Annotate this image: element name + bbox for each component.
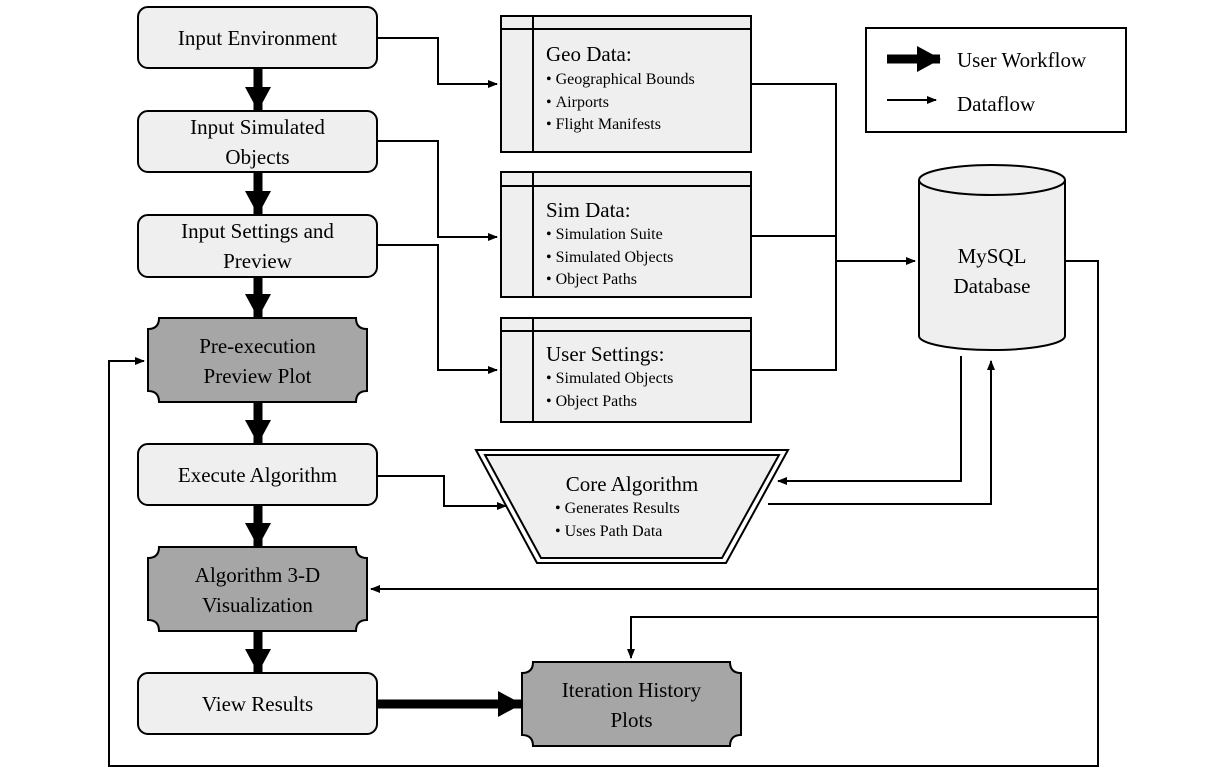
geo-data-item: Geographical Bounds: [546, 69, 695, 92]
user-settings-title: User Settings:: [546, 342, 665, 366]
iteration-history-box: [521, 661, 742, 747]
user-settings-items: Simulated Objects Object Paths: [546, 368, 674, 414]
workflow-step-box-4: [147, 317, 368, 403]
sim-data-item: Simulated Objects: [546, 247, 674, 270]
dataflow-to-iteration-plots: [627, 616, 1098, 659]
dataflow-objects-to-sim: [377, 140, 498, 241]
execute-algorithm-label: Execute Algorithm: [177, 463, 338, 487]
legend-dataflow-label: Dataflow: [957, 92, 1036, 116]
user-settings-item: Object Paths: [546, 391, 673, 414]
legend-box: [865, 27, 1127, 133]
dataflow-geo-bus: [751, 83, 837, 371]
dataflow-db-out: [108, 260, 1099, 767]
sim-data-title: Sim Data:: [546, 198, 631, 222]
iteration-history-label: Iteration History Plots: [561, 678, 702, 732]
dataflow-settings-to-user: [377, 244, 498, 374]
sim-data-item: Object Paths: [546, 269, 673, 292]
geo-data-item: Airports: [546, 92, 695, 115]
database-cylinder: [918, 164, 1066, 351]
core-algorithm-items: Generates Results Uses Path Data: [555, 498, 680, 543]
sim-data-items: Simulation Suite Simulated Objects Objec…: [546, 224, 674, 292]
legend-user-workflow-label: User Workflow: [957, 48, 1087, 72]
core-algorithm-item: Generates Results: [555, 498, 680, 521]
core-algorithm-title: Core Algorithm: [565, 472, 699, 496]
algorithm-visualization-label: Algorithm 3-D Visualization: [194, 563, 321, 617]
geo-data-title: Geo Data:: [546, 42, 632, 66]
dataflow-core-to-db: [768, 360, 995, 505]
sim-data-item: Simulation Suite: [546, 224, 673, 247]
user-settings-item: Simulated Objects: [546, 368, 674, 391]
preview-plot-label: Pre-execution Preview Plot: [199, 334, 316, 388]
dataflow-env-to-geo: [377, 37, 498, 88]
geo-data-item: Flight Manifests: [546, 114, 695, 137]
input-environment-label: Input Environment: [177, 26, 338, 50]
database-label: MySQL Database: [953, 244, 1031, 298]
geo-data-items: Geographical Bounds Airports Flight Mani…: [546, 69, 695, 137]
dataflow-execute-to-core: [377, 475, 507, 510]
view-results-label: View Results: [201, 692, 314, 716]
core-algorithm-item: Uses Path Data: [555, 521, 680, 544]
workflow-step-box-6: [147, 546, 368, 632]
input-settings-label: Input Settings and Preview: [181, 219, 334, 273]
input-simulated-objects-label: Input Simulated Objects: [190, 115, 325, 169]
dataflow-db-to-core: [777, 356, 962, 485]
